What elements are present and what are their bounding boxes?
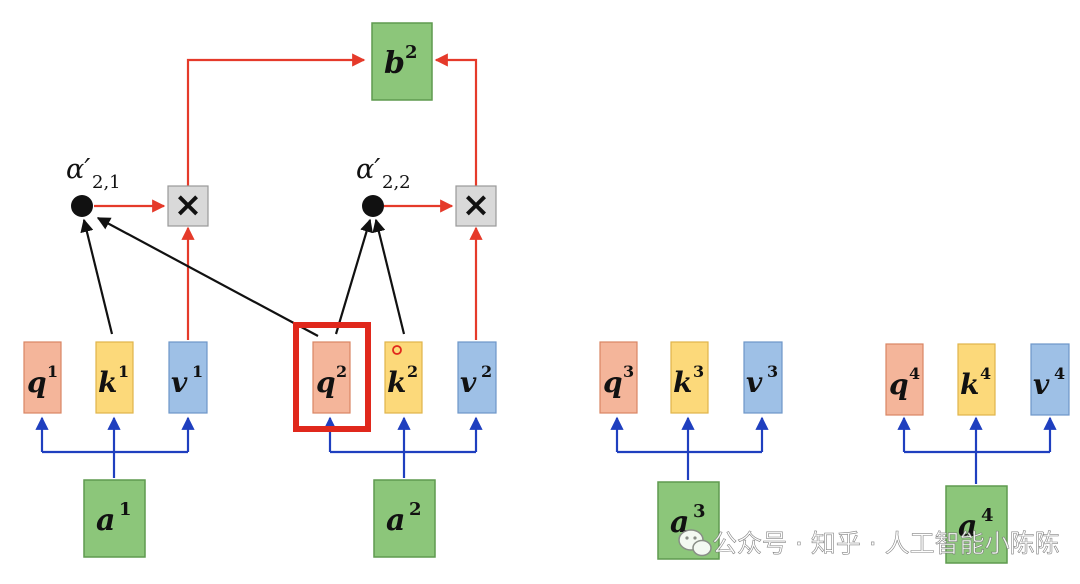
- a4-box: a 4: [945, 485, 1008, 564]
- svg-text:k: k: [673, 366, 692, 399]
- svg-text:a: a: [386, 503, 405, 538]
- svg-text:2: 2: [407, 362, 418, 381]
- svg-text:3: 3: [693, 362, 704, 381]
- watermark-text: 公众号 · 知乎 · 人工智能小陈陈: [712, 529, 1060, 558]
- svg-text:4: 4: [981, 505, 994, 526]
- k1-box: k 1: [95, 341, 134, 414]
- multiply-2-symbol: ×: [462, 185, 491, 225]
- svg-text:q: q: [889, 368, 909, 401]
- k3-box: k 3: [670, 341, 709, 414]
- blue-tree-2: [323, 416, 483, 478]
- a2-box: a 2: [373, 479, 436, 558]
- q3-box: q 3: [599, 341, 638, 414]
- v4-box: v 4: [1030, 343, 1070, 416]
- svg-text:1: 1: [192, 362, 203, 381]
- v2-box: v 2: [457, 341, 497, 414]
- red-arrows: [94, 53, 483, 340]
- svg-text:k: k: [387, 366, 406, 399]
- multiply-node-1: ×: [167, 185, 209, 227]
- alpha-2-2-symbol: α′: [356, 154, 380, 185]
- alpha-2-2-dot: [362, 195, 384, 217]
- multiply-1-symbol: ×: [174, 185, 203, 225]
- black-arrows: [80, 217, 406, 337]
- v1-box: v 1: [168, 341, 208, 414]
- output-sup: 2: [405, 42, 418, 63]
- svg-text:3: 3: [693, 501, 706, 522]
- svg-text:2: 2: [409, 499, 422, 520]
- arrow-q2-to-alpha21: [96, 217, 319, 337]
- svg-text:1: 1: [47, 362, 58, 381]
- cursor-marker: [392, 345, 402, 355]
- svg-text:1: 1: [118, 362, 129, 381]
- watermark: 公众号 · 知乎 · 人工智能小陈陈: [678, 529, 1060, 558]
- svg-text:k: k: [960, 368, 979, 401]
- k4-box: k 4: [957, 343, 996, 416]
- wechat-icon: [678, 529, 712, 557]
- svg-text:v: v: [460, 366, 477, 399]
- arrow-k1-to-alpha21: [80, 218, 114, 335]
- svg-text:v: v: [171, 366, 188, 399]
- q2-highlight-frame: [293, 322, 371, 432]
- alpha-2-1-symbol: α′: [66, 154, 90, 185]
- svg-text:3: 3: [767, 362, 778, 381]
- blue-tree-4: [897, 416, 1057, 484]
- svg-text:a: a: [958, 509, 977, 544]
- q2-box: q 2: [312, 341, 351, 414]
- alpha-2-2-sub: 2,2: [382, 172, 411, 193]
- group-3: q 3 k 3 v 3 a 3: [599, 341, 783, 560]
- blue-arrows: [35, 416, 1057, 484]
- alpha-2-1-dot: [71, 195, 93, 217]
- svg-text:2: 2: [481, 362, 492, 381]
- alpha-2-1: α′ 2,1: [66, 154, 121, 217]
- svg-text:q: q: [27, 366, 47, 399]
- alpha-2-2: α′ 2,2: [356, 154, 411, 217]
- a1-box: a 1: [83, 479, 146, 558]
- q4-box: q 4: [885, 343, 924, 416]
- output-letter: b: [384, 46, 405, 81]
- svg-text:3: 3: [623, 362, 634, 381]
- svg-text:v: v: [746, 366, 763, 399]
- group-1: q 1 k 1 v 1 a 1: [23, 341, 208, 558]
- group-2: q 2 k 2 v 2 a 2: [293, 322, 497, 558]
- svg-text:4: 4: [1054, 364, 1065, 383]
- arrow-k2-to-alpha22: [372, 218, 406, 335]
- arrow-mult1-to-b2: [186, 53, 366, 188]
- arrow-q2-to-alpha22: [334, 218, 373, 335]
- svg-text:a: a: [96, 503, 115, 538]
- svg-text:q: q: [316, 366, 336, 399]
- arrow-mult2-to-b2: [434, 53, 478, 188]
- v3-box: v 3: [743, 341, 783, 414]
- k2-box: k 2: [384, 341, 423, 414]
- svg-text:q: q: [603, 366, 623, 399]
- svg-text:2: 2: [336, 362, 347, 381]
- svg-text:v: v: [1033, 368, 1050, 401]
- blue-tree-1: [35, 416, 195, 478]
- svg-text:k: k: [98, 366, 117, 399]
- alpha-2-1-sub: 2,1: [92, 172, 121, 193]
- output-b2-box: b 2: [371, 22, 433, 101]
- svg-text:4: 4: [909, 364, 920, 383]
- svg-text:1: 1: [119, 499, 132, 520]
- multiply-node-2: ×: [455, 185, 497, 227]
- svg-text:4: 4: [980, 364, 991, 383]
- blue-tree-3: [610, 416, 769, 480]
- q1-box: q 1: [23, 341, 62, 414]
- group-4: q 4 k 4 v 4 a 4: [885, 343, 1070, 564]
